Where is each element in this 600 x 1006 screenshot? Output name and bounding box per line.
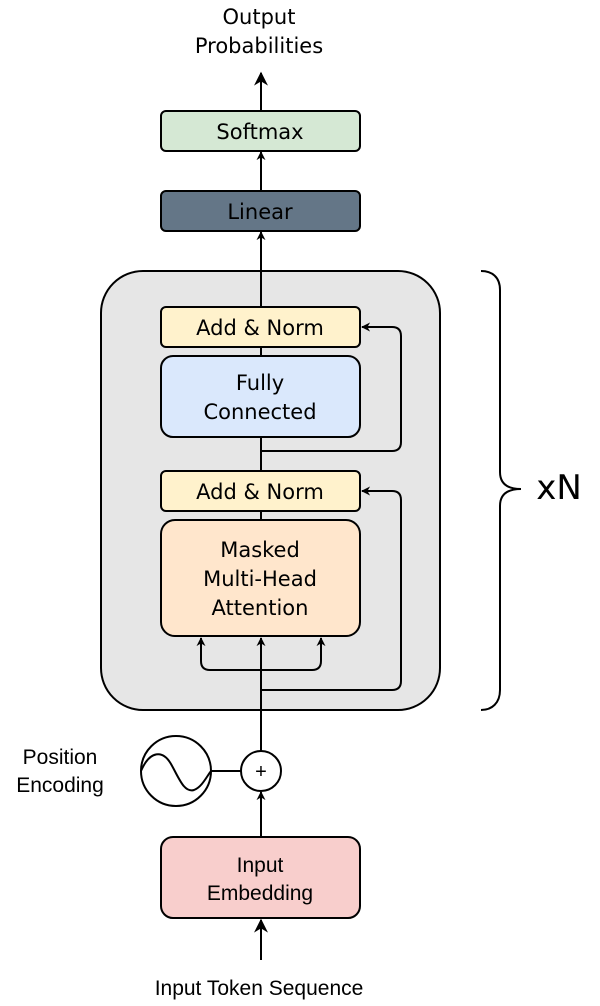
attention-line3: Attention — [212, 596, 309, 620]
fully-connected-box — [160, 355, 361, 438]
adder-symbol: + — [255, 761, 267, 783]
position-encoding-line1: Position — [23, 746, 98, 769]
adder-circle — [240, 750, 282, 792]
add-norm-top-label: Add & Norm — [196, 316, 324, 340]
attention-input-left — [196, 637, 261, 671]
sine-wave-icon — [140, 735, 212, 807]
residual-bottom — [261, 486, 402, 691]
add-norm-top-box — [160, 306, 361, 348]
repeat-label: xN — [536, 468, 582, 508]
repeat-brace — [480, 270, 522, 711]
attention-line2: Multi-Head — [203, 567, 317, 591]
input-embedding-line2: Embedding — [207, 882, 313, 905]
fully-connected-line2: Connected — [203, 400, 316, 424]
softmax-label: Softmax — [216, 120, 303, 144]
residual-top — [261, 322, 402, 452]
position-encoding-line2: Encoding — [16, 774, 104, 797]
attention-line1: Masked — [220, 538, 300, 562]
input-embedding-line1: Input — [237, 854, 284, 877]
linear-label: Linear — [227, 200, 293, 224]
input-token-sequence-label: Input Token Sequence — [155, 977, 364, 1000]
output-label-line1: Output — [223, 5, 296, 29]
add-norm-bottom-label: Add & Norm — [196, 480, 324, 504]
softmax-box — [160, 110, 361, 152]
output-label-line2: Probabilities — [195, 34, 323, 58]
linear-box — [160, 190, 361, 232]
add-norm-bottom-box — [160, 470, 361, 512]
input-embedding-box — [160, 836, 361, 919]
attention-input-right — [261, 637, 326, 671]
attention-box — [160, 519, 361, 637]
fully-connected-line1: Fully — [236, 371, 284, 395]
